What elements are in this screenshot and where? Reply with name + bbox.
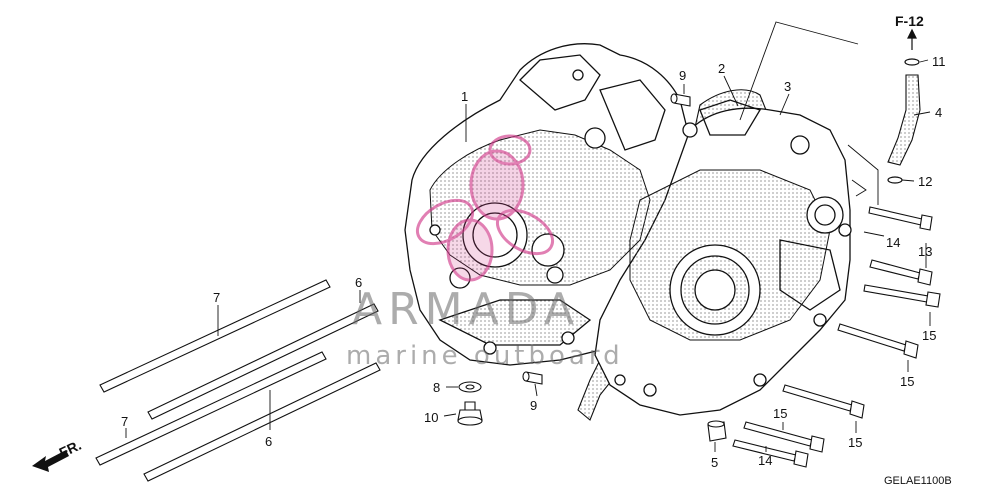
callout-5-label: 5 xyxy=(711,455,718,470)
callout-labels: 1 2 3 4 5 6 6 7 7 8 9 9 10 11 12 13 14 1… xyxy=(121,54,946,470)
watermark-brand: ARMADA xyxy=(352,284,580,335)
flange-bolt-15-a xyxy=(863,284,941,308)
flange-bolt-14-lower xyxy=(732,439,809,468)
callout-1: 1 xyxy=(461,89,468,104)
callout-8: 8 xyxy=(433,380,440,395)
flange-bolt-15-c xyxy=(782,384,865,419)
callout-9-upper: 9 xyxy=(679,68,686,83)
callout-14-lower: 14 xyxy=(758,453,772,468)
flange-bolt-15-b xyxy=(837,323,919,359)
callout-15-d: 15 xyxy=(773,406,787,421)
watermark: ARMADA marine outboard xyxy=(346,134,624,371)
callout-2: 2 xyxy=(718,61,725,76)
stud-bolt-7-upper xyxy=(99,279,331,393)
callout-13: 13 xyxy=(918,244,932,259)
callout-4: 4 xyxy=(935,105,942,120)
section-reference: F-12 xyxy=(895,13,924,29)
direction-label: FR. xyxy=(57,437,84,461)
sealing-washer xyxy=(458,381,482,393)
left-crankcase xyxy=(404,43,701,366)
stud-bolt-6-lower xyxy=(143,362,381,482)
callout-10: 10 xyxy=(424,410,438,425)
flange-bolt-15-d xyxy=(743,421,825,453)
callout-15-c: 15 xyxy=(848,435,862,450)
dowel-pin-lower xyxy=(522,371,543,385)
flange-bolt-13 xyxy=(869,259,933,286)
breather-tube xyxy=(887,74,921,166)
front-direction-arrow: FR. xyxy=(32,437,84,472)
pivot-pin xyxy=(707,420,727,442)
callout-7-lower: 7 xyxy=(121,414,128,429)
callout-6-upper: 6 xyxy=(355,275,362,290)
ref-arrow-up xyxy=(907,28,917,50)
leader-lines xyxy=(125,21,931,452)
watermark-tagline: marine outboard xyxy=(346,341,624,371)
flange-bolt-14-upper xyxy=(868,206,933,231)
callout-6-lower: 6 xyxy=(265,434,272,449)
tube-clip-upper xyxy=(904,58,920,66)
callout-14-upper: 14 xyxy=(886,235,900,250)
dowel-pin-upper xyxy=(670,93,691,107)
callout-11: 11 xyxy=(932,54,946,69)
callout-7-upper: 7 xyxy=(213,290,220,305)
drawing-code: GELAE1100B xyxy=(884,475,952,487)
drain-bolt xyxy=(457,401,483,426)
stud-bolt-7-lower xyxy=(95,351,327,466)
callout-9-lower: 9 xyxy=(530,398,537,413)
callout-15-b: 15 xyxy=(900,374,914,389)
callout-15-a: 15 xyxy=(922,328,936,343)
callout-12: 12 xyxy=(918,174,932,189)
tube-clip-lower xyxy=(887,176,903,184)
stud-bolt-6-upper xyxy=(147,303,379,420)
callout-3: 3 xyxy=(784,79,791,94)
watermark-logo-icon xyxy=(416,134,554,282)
right-crankcase xyxy=(594,99,852,416)
